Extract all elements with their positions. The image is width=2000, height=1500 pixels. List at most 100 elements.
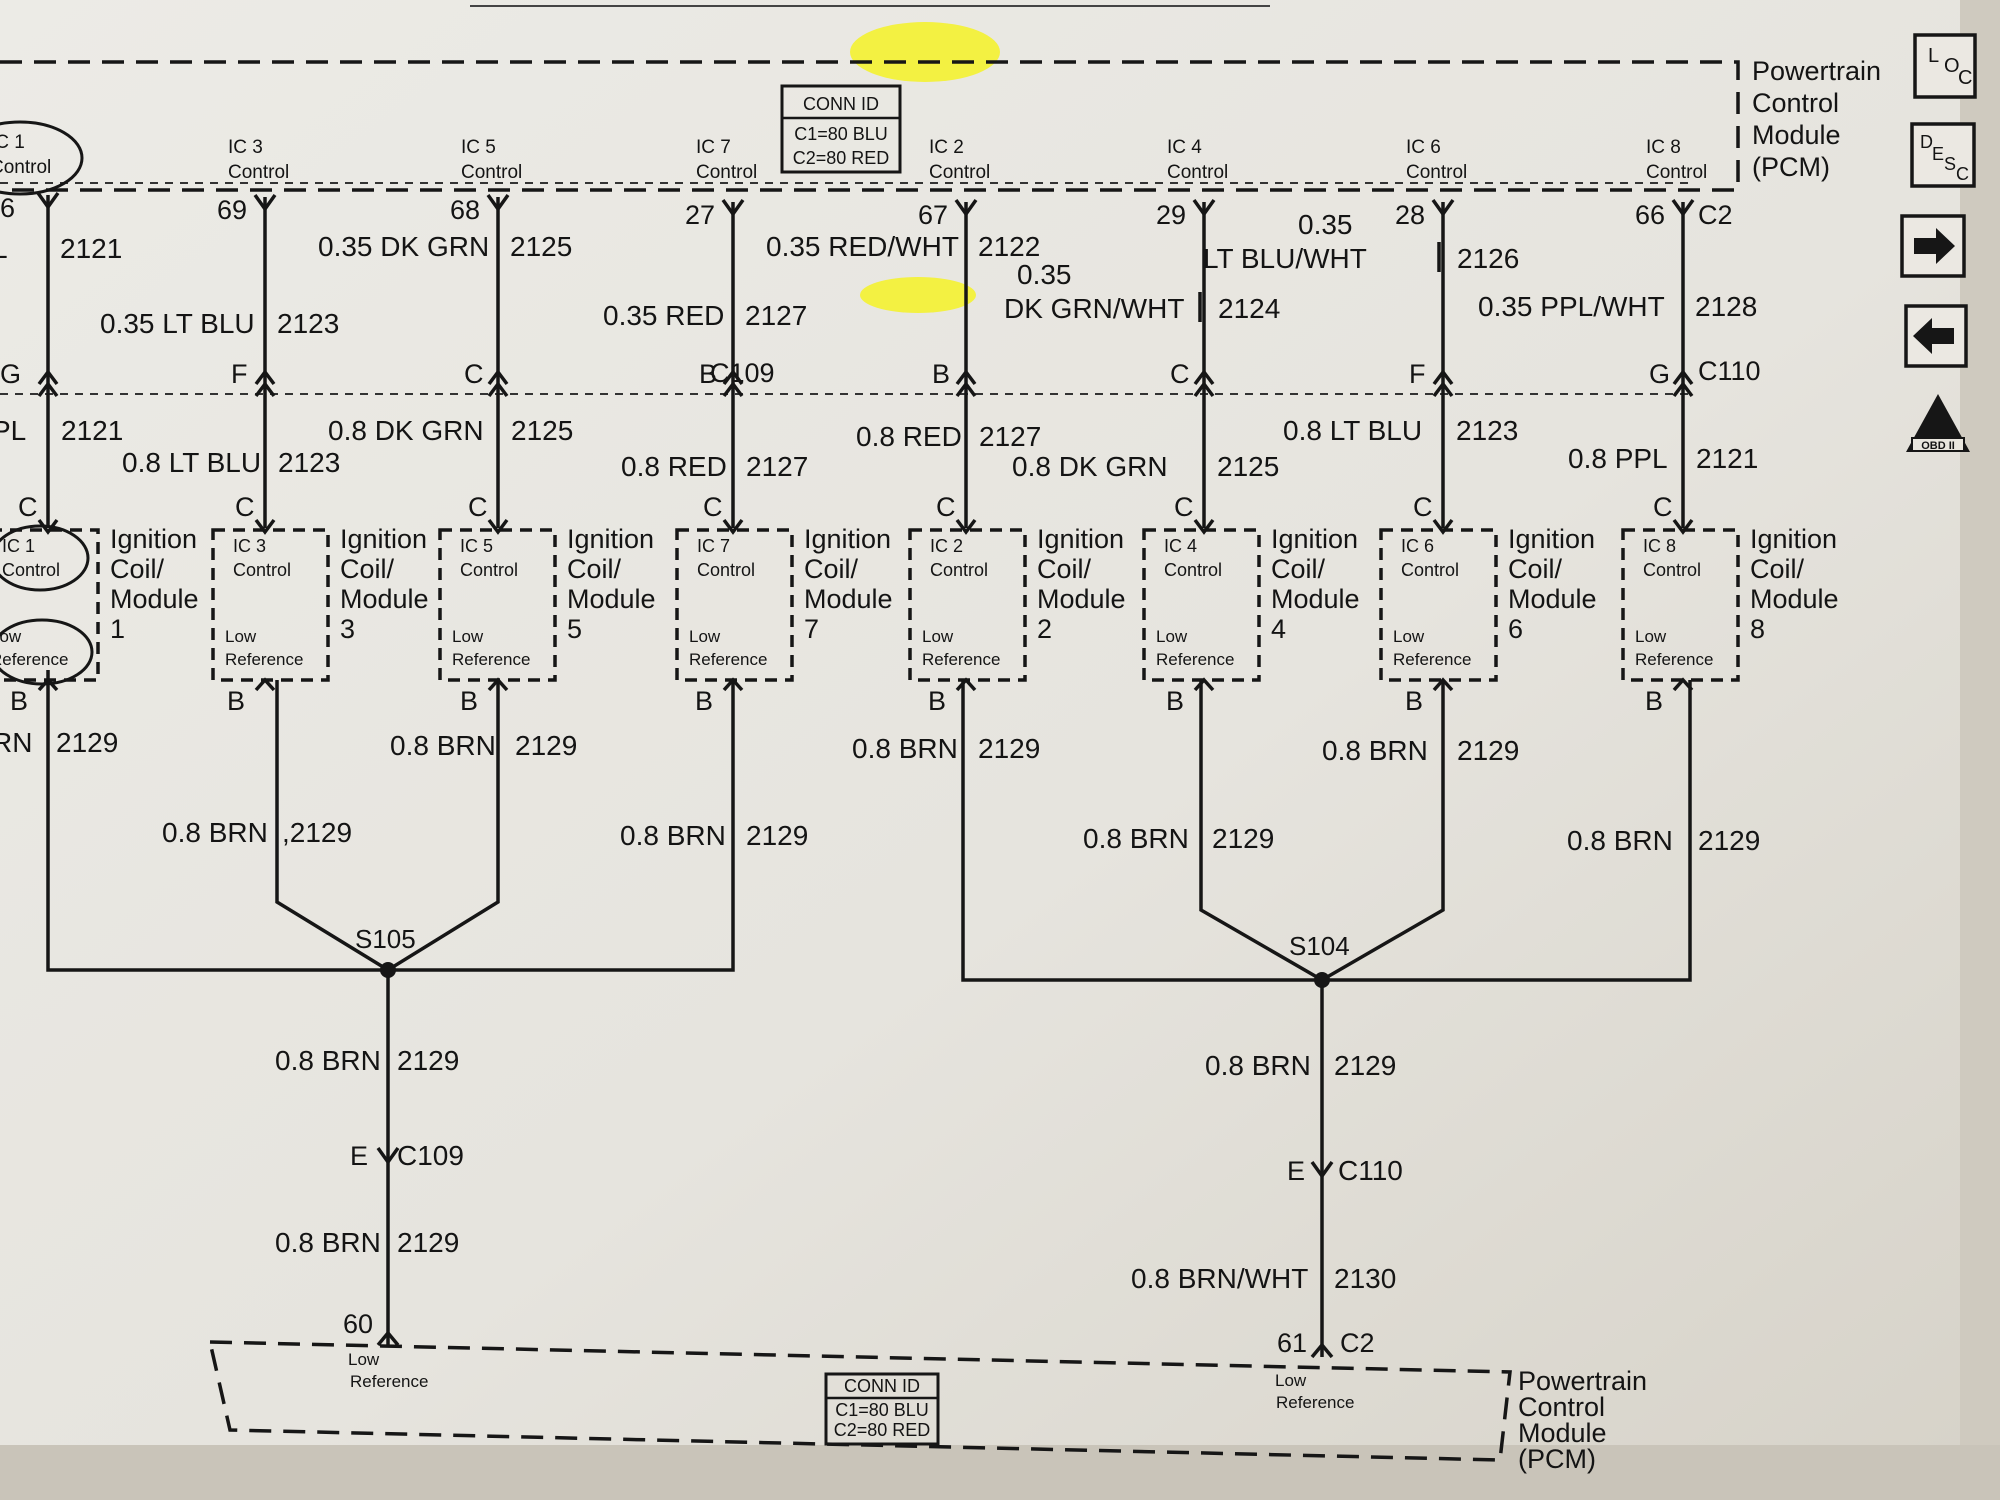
- svg-text:IC 8: IC 8: [1646, 137, 1681, 158]
- svg-text:C: C: [1174, 492, 1194, 522]
- pcm-top-boundary: [0, 60, 1740, 192]
- svg-text:Ignition: Ignition: [567, 524, 654, 554]
- svg-text:2129: 2129: [1334, 1050, 1396, 1081]
- svg-text:E: E: [1287, 1156, 1305, 1186]
- svg-text:Ignition: Ignition: [110, 524, 197, 554]
- svg-text:,2129: ,2129: [282, 817, 352, 848]
- svg-text:Coil/: Coil/: [1508, 554, 1563, 584]
- desc-button[interactable]: D E S C: [1910, 122, 1976, 188]
- svg-text:IC 5: IC 5: [460, 536, 493, 556]
- prev-page-button[interactable]: [1904, 304, 1968, 368]
- svg-text:0.8 BRN/WHT: 0.8 BRN/WHT: [1131, 1263, 1308, 1294]
- svg-text:Control: Control: [460, 560, 518, 580]
- svg-text:Low: Low: [452, 627, 484, 646]
- svg-text:C: C: [1170, 359, 1190, 389]
- svg-text:(PCM): (PCM): [1518, 1444, 1596, 1474]
- svg-text:Coil/: Coil/: [110, 554, 165, 584]
- svg-text:Low: Low: [348, 1350, 380, 1369]
- svg-text:IC 3: IC 3: [228, 137, 263, 158]
- svg-text:Control: Control: [0, 157, 51, 178]
- svg-text:Reference: Reference: [922, 650, 1000, 669]
- svg-text:69: 69: [217, 195, 247, 225]
- desc-letter-3: S: [1944, 154, 1956, 174]
- svg-text:Control: Control: [1752, 88, 1839, 118]
- hand-circle-mark: [0, 120, 84, 196]
- svg-text:B: B: [460, 686, 478, 716]
- svg-text:RN: RN: [0, 727, 32, 758]
- svg-text:B: B: [928, 686, 946, 716]
- svg-text:Low: Low: [922, 627, 954, 646]
- desc-letter-1: D: [1920, 132, 1933, 152]
- svg-text:0.8 BRN: 0.8 BRN: [162, 817, 268, 848]
- svg-text:Module: Module: [804, 584, 893, 614]
- conn-id-top: CONN ID C1=80 BLU C2=80 RED: [780, 84, 902, 174]
- svg-text:Module: Module: [1037, 584, 1126, 614]
- svg-text:Control: Control: [1164, 560, 1222, 580]
- left-arrow-icon: [1913, 318, 1954, 354]
- svg-text:B: B: [10, 686, 28, 716]
- loc-letter-2: O: [1944, 55, 1960, 77]
- svg-text:IC 3: IC 3: [233, 536, 266, 556]
- svg-text:0.35 PPL/WHT: 0.35 PPL/WHT: [1478, 291, 1665, 322]
- pcm-top-label: Powertrain Control Module (PCM): [1752, 56, 1881, 182]
- svg-text:Low: Low: [1156, 627, 1188, 646]
- svg-text:L: L: [0, 233, 8, 264]
- svg-text:2127: 2127: [979, 421, 1041, 452]
- svg-text:0.8 DK GRN: 0.8 DK GRN: [1012, 451, 1168, 482]
- svg-text:IC 7: IC 7: [697, 536, 730, 556]
- svg-text:2129: 2129: [746, 820, 808, 851]
- obd-ii-button[interactable]: OBD II: [1906, 394, 1970, 452]
- svg-text:0.8 BRN: 0.8 BRN: [1083, 823, 1189, 854]
- svg-text:Control: Control: [930, 560, 988, 580]
- svg-text:1: 1: [110, 614, 125, 644]
- svg-text:2129: 2129: [1698, 825, 1760, 856]
- svg-text:2125: 2125: [510, 231, 572, 262]
- svg-text:0.8 DK GRN: 0.8 DK GRN: [328, 415, 484, 446]
- hand-circle-mark: [0, 618, 94, 686]
- svg-text:C2=80 RED: C2=80 RED: [834, 1420, 931, 1440]
- svg-text:Reference: Reference: [452, 650, 530, 669]
- svg-text:0.35 LT BLU: 0.35 LT BLU: [100, 308, 255, 339]
- svg-text:Module: Module: [340, 584, 429, 614]
- pcm-bottom-boundary: [207, 1340, 1512, 1462]
- svg-text:2129: 2129: [397, 1045, 459, 1076]
- svg-text:Ignition: Ignition: [340, 524, 427, 554]
- loc-letter-1: L: [1928, 45, 1939, 67]
- svg-text:Ignition: Ignition: [1037, 524, 1124, 554]
- svg-text:PL: PL: [0, 415, 26, 446]
- svg-text:61: 61: [1277, 1328, 1307, 1358]
- svg-text:Low: Low: [1635, 627, 1667, 646]
- svg-text:DK GRN/WHT: DK GRN/WHT: [1004, 293, 1184, 324]
- svg-text:0.8 BRN: 0.8 BRN: [275, 1045, 381, 1076]
- svg-text:F: F: [231, 359, 248, 389]
- svg-text:0.35 RED: 0.35 RED: [603, 300, 724, 331]
- svg-text:C1=80 BLU: C1=80 BLU: [835, 1400, 929, 1420]
- svg-text:2129: 2129: [1212, 823, 1274, 854]
- loc-button[interactable]: L O C: [1913, 33, 1977, 99]
- coil-module-box: [211, 528, 330, 682]
- svg-text:IC 1: IC 1: [0, 132, 25, 153]
- svg-text:C: C: [703, 492, 723, 522]
- next-page-button[interactable]: [1900, 214, 1966, 278]
- svg-text:60: 60: [343, 1309, 373, 1339]
- desc-letter-2: E: [1932, 144, 1944, 164]
- svg-text:2129: 2129: [515, 730, 577, 761]
- svg-text:6: 6: [1508, 614, 1523, 644]
- svg-text:0.8 BRN: 0.8 BRN: [1322, 735, 1428, 766]
- svg-text:2127: 2127: [745, 300, 807, 331]
- svg-text:Control: Control: [1167, 162, 1228, 183]
- svg-text:Low: Low: [689, 627, 721, 646]
- svg-text:2: 2: [1037, 614, 1052, 644]
- svg-text:Reference: Reference: [350, 1372, 428, 1391]
- svg-text:Ignition: Ignition: [1271, 524, 1358, 554]
- svg-text:Control: Control: [1401, 560, 1459, 580]
- splice-s105-harness: S105 0.8 BRN 2129 E C109 0.8 BRN 2129 60: [46, 670, 735, 1347]
- svg-text:Reference: Reference: [1156, 650, 1234, 669]
- inline-connector-right-label: C110: [1698, 356, 1761, 386]
- svg-text:Coil/: Coil/: [1037, 554, 1092, 584]
- svg-text:Low: Low: [1393, 627, 1425, 646]
- coil-module-box: [1621, 528, 1740, 682]
